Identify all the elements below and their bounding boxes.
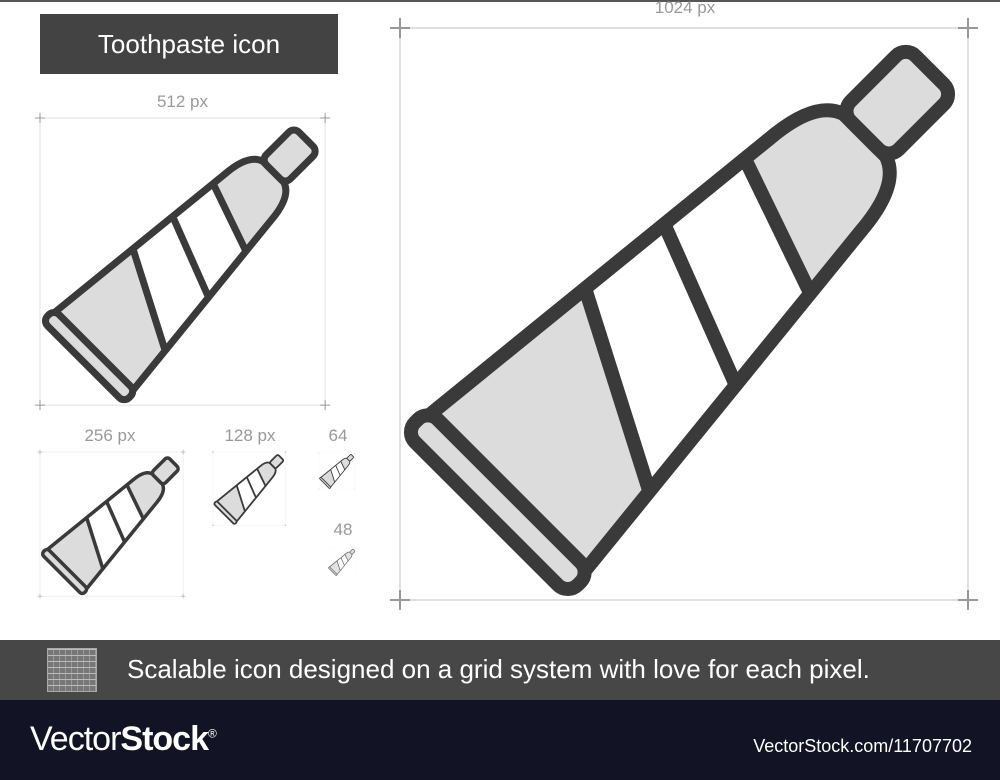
band-text: Scalable icon designed on a grid system … [127,654,870,684]
size-label-512: 512 px [156,92,209,111]
page-title: Toothpaste icon [40,14,338,74]
logo-bold: Stock [120,720,209,758]
icon-128 [212,446,293,527]
top-border [0,0,1000,2]
icon-256 [37,439,196,598]
logo-mark: ® [207,726,217,741]
image-id: VectorStock.com/11707702 [753,736,972,756]
size-label-48: 48 [333,520,353,539]
info-band: Scalable icon designed on a grid system … [0,640,1000,700]
icon-1024 [390,0,1000,610]
icon-512 [35,93,352,410]
size-label-128: 128 px [224,426,276,445]
size-label-1024: 1024 px [654,0,716,17]
pixel-grid-icon [47,648,97,692]
size-label-64: 64 [328,426,348,445]
footer: VectorStock® VectorStock.com/11707702 [0,700,1000,780]
size-label-256: 256 px [84,426,136,445]
icon-64 [318,450,358,490]
icon-artwork [0,0,1000,640]
logo-light: Vector [30,720,121,758]
vectorstock-logo: VectorStock® [30,720,217,759]
icon-48 [328,546,359,577]
